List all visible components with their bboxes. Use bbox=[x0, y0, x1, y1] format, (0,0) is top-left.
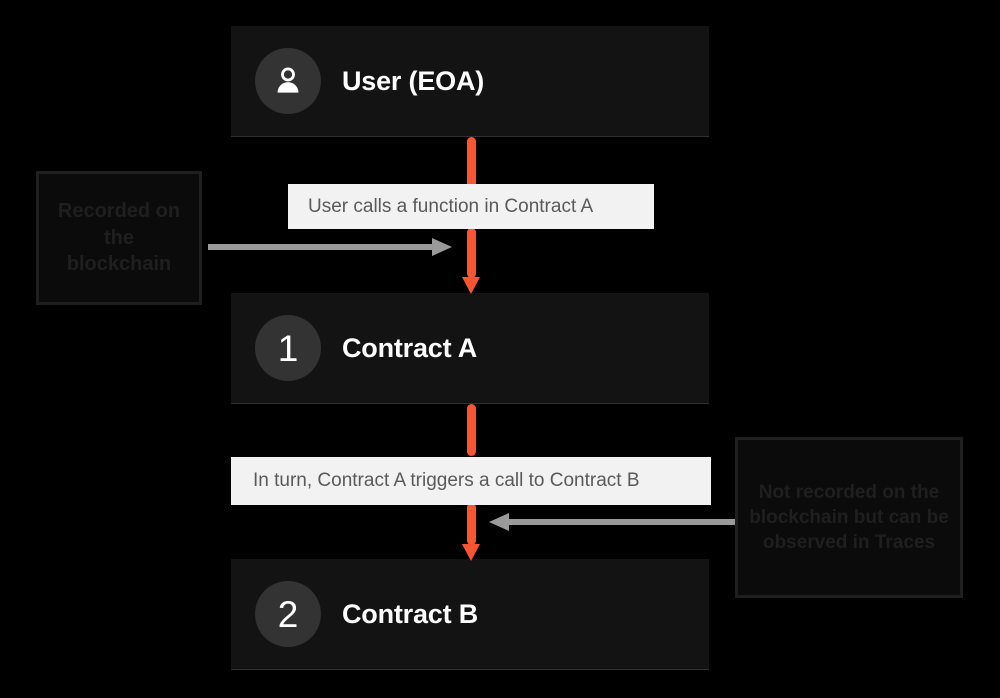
person-icon bbox=[277, 67, 299, 93]
node-contract-a[interactable]: 1 Contract A bbox=[231, 293, 709, 404]
gray-arrow-right-icon bbox=[208, 238, 452, 256]
node-label: User (EOA) bbox=[342, 65, 485, 96]
node-label: Contract A bbox=[342, 332, 478, 363]
edge-label-user-to-contract-a: User calls a function in Contract A bbox=[288, 184, 654, 229]
arrow-head-down-icon bbox=[462, 277, 480, 294]
arrow-user-to-contract-a-lower bbox=[462, 228, 481, 294]
node-label: Contract B bbox=[342, 598, 479, 629]
step-number-badge: 1 bbox=[255, 315, 321, 381]
arrow-shaft bbox=[467, 404, 476, 456]
arrow-shaft bbox=[467, 137, 476, 189]
step-number-badge: 2 bbox=[255, 581, 321, 647]
node-user-eoa[interactable]: User (EOA) bbox=[231, 26, 709, 137]
edge-label-contract-a-to-contract-b: In turn, Contract A triggers a call to C… bbox=[231, 457, 711, 505]
annotation-not-recorded-on-blockchain: Not recorded on the blockchain but can b… bbox=[735, 437, 963, 598]
gray-arrow-head bbox=[432, 238, 452, 256]
gray-arrow-shaft bbox=[509, 519, 735, 525]
arrow-user-to-contract-a-upper bbox=[462, 137, 481, 189]
arrow-shaft bbox=[467, 228, 476, 278]
gray-arrow-left-icon bbox=[489, 513, 735, 531]
avatar bbox=[255, 48, 321, 114]
annotation-recorded-on-blockchain: Recorded on the blockchain bbox=[36, 171, 202, 305]
arrow-shaft bbox=[467, 503, 476, 545]
arrow-contract-a-to-contract-b-lower bbox=[462, 503, 481, 561]
gray-arrow-shaft bbox=[208, 244, 435, 250]
arrow-contract-a-to-contract-b-upper bbox=[462, 404, 481, 456]
arrow-head-down-icon bbox=[462, 544, 480, 561]
gray-arrow-head bbox=[489, 513, 509, 531]
step-number: 1 bbox=[277, 327, 299, 369]
node-contract-b[interactable]: 2 Contract B bbox=[231, 559, 709, 670]
step-number: 2 bbox=[277, 593, 299, 635]
